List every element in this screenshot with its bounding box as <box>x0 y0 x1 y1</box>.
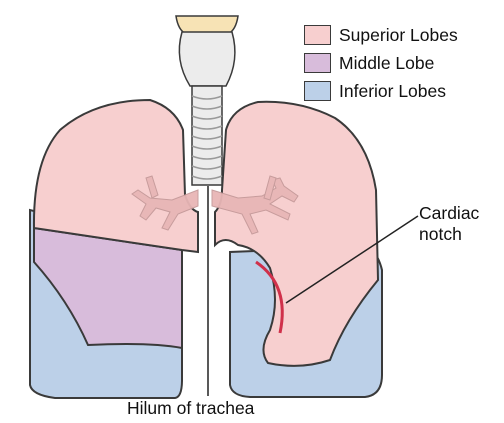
hilum-label: Hilum of trachea <box>127 398 255 418</box>
left-bronchus-branch <box>263 175 277 201</box>
right-superior-lobe <box>32 98 199 254</box>
legend: Superior Lobes Middle Lobe Inferior Lobe… <box>304 22 500 106</box>
legend-label-middle: Middle Lobe <box>339 52 435 73</box>
cardiac-notch-label: Cardiac notch <box>419 203 479 245</box>
legend-item-middle: Middle Lobe <box>304 50 500 76</box>
cardiac-notch-label-line2: notch <box>419 224 462 244</box>
legend-item-superior: Superior Lobes <box>304 22 500 48</box>
trachea-rings <box>191 95 223 180</box>
right-bronchus-branch <box>145 175 159 199</box>
trachea-tube <box>191 85 223 186</box>
right-middle-lobe <box>33 226 183 350</box>
left-main-bronchus <box>211 177 299 235</box>
legend-item-inferior: Inferior Lobes <box>304 78 500 104</box>
cardiac-leader-line <box>285 215 419 304</box>
trachea <box>175 15 239 186</box>
larynx <box>178 31 236 87</box>
left-lung <box>214 100 383 398</box>
cardiac-notch-label-line1: Cardiac <box>419 203 480 223</box>
bronchial-tree <box>131 175 299 235</box>
legend-label-inferior: Inferior Lobes <box>339 80 447 101</box>
right-main-bronchus <box>131 189 199 231</box>
legend-swatch-superior <box>304 25 331 45</box>
legend-swatch-inferior <box>304 81 331 101</box>
left-superior-lobe <box>214 100 380 367</box>
legend-label-superior: Superior Lobes <box>339 24 458 45</box>
cardiac-notch-mark <box>255 260 284 334</box>
legend-swatch-middle <box>304 53 331 73</box>
right-lung <box>29 98 199 399</box>
